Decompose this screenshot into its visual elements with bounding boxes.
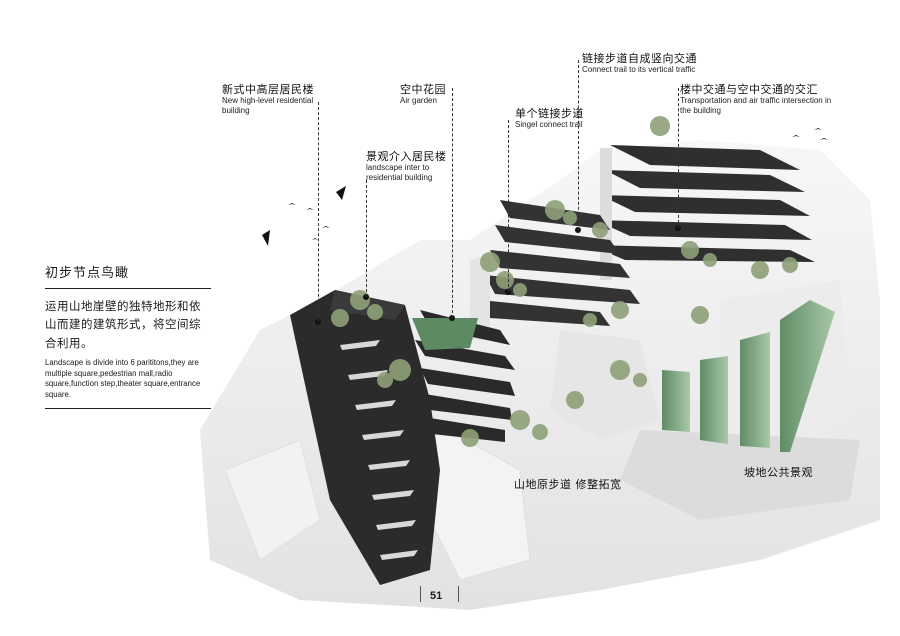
- node-markers: [315, 225, 681, 325]
- leader-line-residential: [318, 102, 319, 322]
- label-connect-vertical-cn: 链接步道自成竖向交通: [582, 52, 697, 65]
- label-air-garden-en: Air garden: [400, 96, 437, 106]
- panel-body-cn: 运用山地崖壁的独特地形和依山而建的建筑形式，将空间综合利用。: [45, 299, 201, 350]
- label-intersection-en: Transportation and air traffic intersect…: [680, 96, 832, 115]
- leader-line-intersection: [678, 88, 679, 228]
- label-slope-landscape-cn: 坡地公共景观: [744, 466, 813, 479]
- label-residential-cn: 新式中高层居民楼: [222, 83, 314, 96]
- page-number: 51: [430, 590, 443, 602]
- label-single-trail-cn: 单个链接步道: [515, 107, 584, 120]
- label-mountain-trail-cn: 山地原步道 修整拓宽: [514, 478, 622, 491]
- label-intersection: 楼中交通与空中交通的交汇 Transportation and air traf…: [680, 83, 840, 115]
- panel-title: 初步节点鸟瞰: [45, 266, 130, 281]
- label-connect-vertical-en: Connect trail to its vertical traffic: [582, 65, 696, 75]
- right-tower: [590, 145, 815, 280]
- label-air-garden-cn: 空中花园: [400, 83, 446, 96]
- green-slope-walls: [662, 300, 835, 452]
- panel-body-en: Landscape is divide into 6 parititons,th…: [45, 358, 201, 399]
- label-connect-vertical: 链接步道自成竖向交通 Connect trail to its vertical…: [582, 52, 697, 75]
- trees: [331, 116, 798, 447]
- label-single-trail-en: Singel connect trail: [515, 120, 583, 130]
- label-mountain-trail: 山地原步道 修整拓宽: [514, 478, 622, 491]
- label-slope-landscape: 坡地公共景观: [744, 466, 813, 479]
- panel-bottom-rule: [45, 408, 211, 410]
- label-single-trail: 单个链接步道 Singel connect trail: [515, 107, 584, 130]
- leader-line-air-garden: [452, 88, 453, 318]
- leader-line-single-trail: [508, 120, 509, 292]
- description-panel: 初步节点鸟瞰 运用山地崖壁的独特地形和依山而建的建筑形式，将空间综合利用。 La…: [45, 262, 211, 410]
- page-number-right-tick: [458, 586, 459, 602]
- middle-stepped-building: [470, 200, 640, 340]
- label-landscape-cn: 景观介入居民楼: [366, 150, 447, 163]
- page-number-left-tick: [420, 586, 421, 602]
- label-residential-en: New high-level residential building: [222, 96, 314, 115]
- leader-line-connect-vertical: [578, 60, 579, 230]
- label-landscape-en: landscape inter to residential building: [366, 163, 433, 182]
- label-landscape: 景观介入居民楼 landscape inter to residential b…: [366, 150, 461, 182]
- leader-line-landscape: [366, 180, 367, 297]
- label-intersection-cn: 楼中交通与空中交通的交汇: [680, 83, 818, 96]
- birds: [262, 128, 828, 246]
- panel-top-rule: [45, 288, 211, 289]
- label-air-garden: 空中花园 Air garden: [400, 83, 446, 106]
- label-residential: 新式中高层居民楼 New high-level residential buil…: [222, 83, 332, 115]
